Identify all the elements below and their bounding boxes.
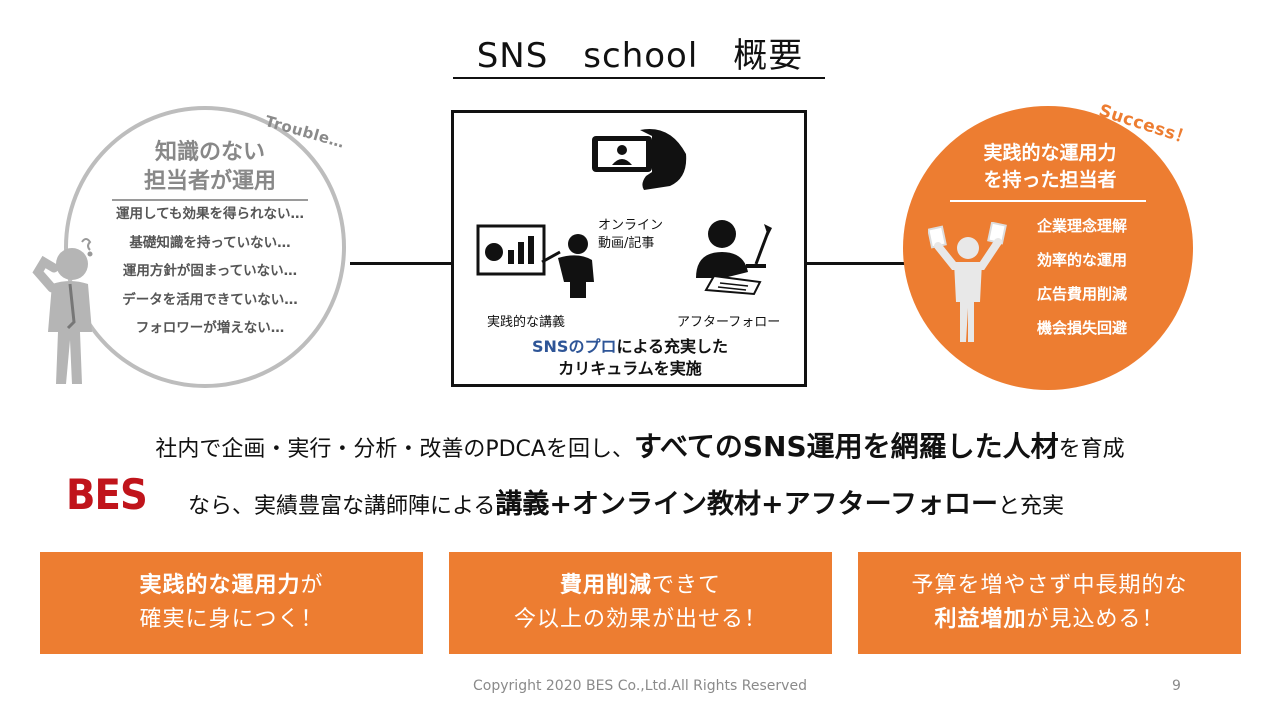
trouble-item: 運用しても効果を得られない… (116, 206, 304, 222)
after-follow-label: アフターフォロー (677, 315, 781, 330)
caption-rest: による充実した (616, 337, 728, 356)
trouble-item: データを活用できていない… (122, 291, 298, 308)
trouble-heading: 知識のない 担当者が運用 (110, 138, 310, 196)
trouble-list: 運用しても効果を得られない… 基礎知識を持っていない… 運用方針が固まっていない… (95, 203, 325, 346)
benefit-3-bold: 利益増加 (934, 607, 1027, 632)
trouble-heading-line1: 知識のない (154, 140, 265, 165)
smartphone-video-icon (592, 129, 687, 190)
success-item: 効率的な運用 (1036, 251, 1127, 269)
statement-line1-pre: 社内で企画・実行・分析・改善のPDCAを回し、 (155, 437, 634, 462)
copyright-footer: Copyright 2020 BES Co.,Ltd.All Rights Re… (473, 678, 807, 694)
statement-line2-bold: 講義+オンライン教材+アフターフォロー (495, 489, 998, 520)
trouble-item: フォロワーが増えない… (135, 320, 285, 336)
lecture-label: 実践的な講義 (487, 315, 566, 330)
cheering-person-icon (928, 222, 1007, 342)
success-heading-line2: を持った担当者 (983, 169, 1117, 191)
benefit-box-1: 実践的な運用力が 確実に身につく！ (40, 552, 423, 654)
slide-title: SNS school 概要 (476, 36, 804, 76)
benefit-2-bold: 費用削減 (559, 573, 652, 598)
bes-logo: BES (66, 470, 148, 519)
statement-line2-pre: なら、実績豊富な講師陣による (188, 494, 496, 519)
success-item: 企業理念理解 (1036, 217, 1127, 235)
benefit-box-2: 費用削減できて 今以上の効果が出せる！ (449, 552, 832, 654)
benefit-2-rest: できて (652, 573, 722, 598)
curriculum-caption: SNSのプロによる充実した カリキュラムを実施 (470, 336, 790, 380)
trouble-circle (64, 106, 346, 388)
caption-line2: カリキュラムを実施 (558, 359, 702, 378)
benefit-1-rest: が (300, 573, 324, 598)
statement-line1-post: を育成 (1058, 437, 1125, 462)
presenter-lecture-icon (476, 224, 594, 298)
online-label-2: 動画/記事 (598, 236, 655, 251)
trouble-item: 基礎知識を持っていない… (129, 234, 291, 251)
trouble-item: 運用方針が固まっていない… (122, 263, 298, 279)
benefit-2-line2: 今以上の効果が出せる！ (513, 607, 767, 632)
success-heading-line1: 実践的な運用力 (983, 142, 1117, 164)
success-heading: 実践的な運用力 を持った担当者 (950, 140, 1150, 194)
success-item: 機会損失回避 (1036, 319, 1127, 337)
statement-line2: なら、実績豊富な講師陣による講義+オンライン教材+アフターフォローと充実 (188, 482, 1064, 521)
benefit-3-line1: 予算を増やさず中長期的な (911, 573, 1188, 598)
online-label: オンライン (598, 218, 664, 233)
after-follow-icon (696, 220, 772, 296)
benefit-box-3: 予算を増やさず中長期的な 利益増加が見込める！ (858, 552, 1241, 654)
success-divider (950, 200, 1146, 202)
statement-line1-bold: すべてのSNS運用を網羅した人材 (633, 430, 1059, 463)
trouble-divider (112, 199, 308, 201)
caption-highlight: SNSのプロ (532, 337, 617, 356)
benefit-3-rest: が見込める！ (1026, 607, 1165, 632)
statement-line1: 社内で企画・実行・分析・改善のPDCAを回し、すべてのSNS運用を網羅した人材を… (40, 425, 1240, 465)
benefit-1-bold: 実践的な運用力 (139, 573, 301, 598)
benefit-1-line2: 確実に身につく！ (139, 607, 324, 632)
success-list: 企業理念理解 効率的な運用 広告費用削減 機会損失回避 (1012, 212, 1152, 348)
title-underline (453, 77, 825, 79)
success-circle (903, 106, 1193, 390)
success-item: 広告費用削減 (1036, 285, 1127, 303)
worried-person-icon (32, 238, 93, 384)
trouble-heading-line2: 担当者が運用 (143, 169, 276, 194)
statement-line2-post: と充実 (997, 494, 1064, 519)
page-number: 9 (1172, 678, 1181, 694)
